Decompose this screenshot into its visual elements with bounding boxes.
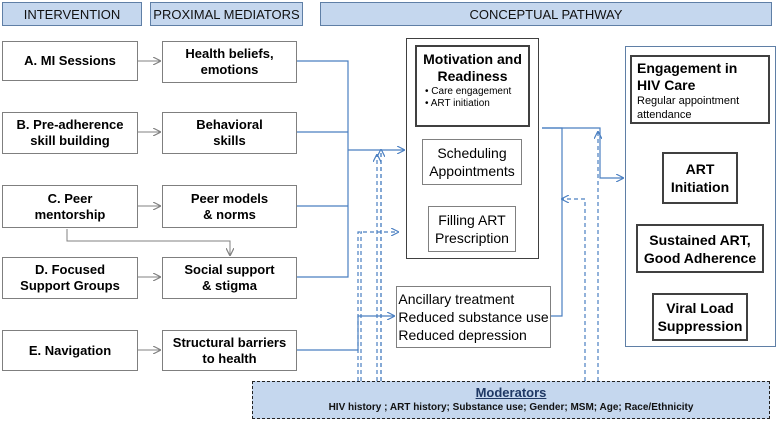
- filling-prescription-box: Filling ART Prescription: [428, 206, 516, 252]
- intervention-label: E. Navigation: [28, 342, 112, 358]
- sustained-art-box: Sustained ART,Good Adherence: [636, 224, 764, 273]
- mediator-social-support: Social support& stigma: [162, 257, 297, 299]
- moderators-list: HIV history ; ART history; Substance use…: [328, 402, 694, 413]
- ancillary-line: Reduced depression: [398, 327, 527, 343]
- intervention-label: D. Focused: [34, 262, 106, 277]
- mediator-label: Peer models: [190, 190, 269, 206]
- intervention-label: skill building: [30, 133, 110, 148]
- moderators-box: Moderators HIV history ; ART history; Su…: [252, 381, 770, 419]
- intervention-label: C. Peer: [47, 190, 93, 206]
- intervention-mi-sessions: A. MI Sessions: [2, 41, 138, 81]
- scheduling-label: Scheduling: [437, 145, 507, 161]
- mediator-label: skills: [213, 133, 246, 148]
- viral-label: Viral Load: [666, 300, 734, 316]
- intervention-label: A. MI Sessions: [24, 53, 116, 68]
- mediator-label: & norms: [203, 206, 256, 222]
- moderators-title: Moderators: [475, 385, 547, 400]
- mediator-health-beliefs: Health beliefs,emotions: [162, 41, 297, 83]
- engagement-hiv-care-box: Engagement in HIV Care Regular appointme…: [630, 55, 770, 124]
- mediator-label: to health: [202, 350, 257, 366]
- engagement-title: HIV Care: [637, 77, 696, 93]
- intervention-label: Support Groups: [20, 278, 120, 293]
- viral-label: Suppression: [657, 318, 743, 334]
- art-initiation-box: ART Initiation: [662, 152, 738, 204]
- motivation-title: Readiness: [437, 68, 508, 84]
- filling-label: Prescription: [435, 230, 509, 246]
- mediator-peer-models: Peer models& norms: [162, 185, 297, 228]
- header-conceptual-pathway: CONCEPTUAL PATHWAY: [320, 2, 772, 26]
- intervention-label: B. Pre-adherence: [16, 117, 124, 132]
- mediator-label: & stigma: [202, 278, 257, 293]
- engagement-subtitle: attendance: [637, 109, 692, 121]
- motivation-title: Motivation and: [423, 51, 522, 67]
- intervention-label: mentorship: [34, 206, 106, 222]
- engagement-title: Engagement in: [637, 60, 738, 76]
- motivation-bullet: • Care engagement: [425, 86, 512, 97]
- ancillary-line: Reduced substance use: [398, 309, 549, 325]
- mediator-label: Behavioral: [196, 117, 263, 132]
- motivation-readiness-box: Motivation and Readiness • Care engageme…: [415, 45, 530, 127]
- mediator-label: Social support: [184, 262, 275, 277]
- header-proximal-mediators: PROXIMAL MEDIATORS: [150, 2, 303, 26]
- mediator-label: emotions: [200, 62, 259, 77]
- header-intervention: INTERVENTION: [2, 2, 142, 26]
- ancillary-line: Ancillary treatment: [398, 291, 515, 307]
- ancillary-treatment-box: Ancillary treatment Reduced substance us…: [396, 286, 551, 348]
- mediator-label: Structural barriers: [172, 334, 287, 350]
- scheduling-label: Appointments: [429, 163, 515, 179]
- sustained-label: Good Adherence: [643, 249, 757, 266]
- mediator-label: Health beliefs,: [185, 46, 274, 61]
- sustained-label: Sustained ART,: [649, 231, 751, 248]
- art-initiation-label: Initiation: [670, 179, 730, 195]
- filling-label: Filling ART: [438, 212, 506, 228]
- intervention-navigation: E. Navigation: [2, 330, 138, 371]
- motivation-bullet: • ART initiation: [425, 98, 490, 109]
- engagement-subtitle: Regular appointment: [637, 95, 740, 107]
- art-initiation-label: ART: [685, 161, 715, 177]
